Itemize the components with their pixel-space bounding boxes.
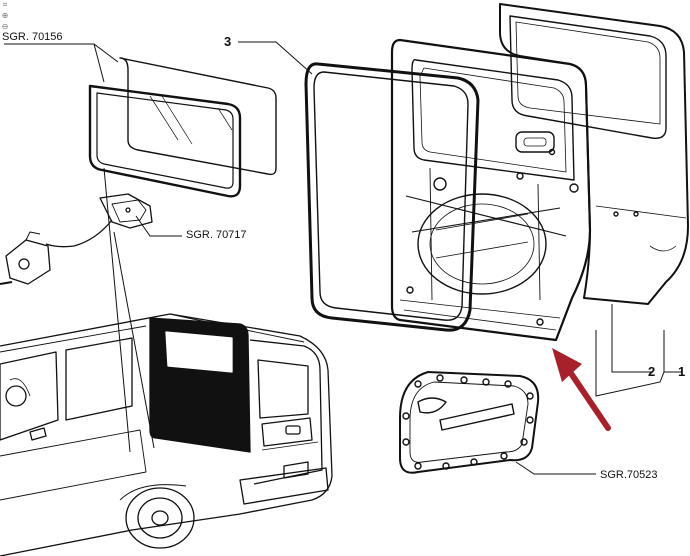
label-sgr-70523[interactable]: SGR.70523 [600, 469, 657, 481]
fit-icon[interactable]: ⌗ [2, 0, 8, 9]
label-sgr-70156[interactable]: SGR. 70156 [2, 31, 63, 43]
leader-lines [4, 41, 682, 475]
door-lock-part[interactable] [0, 193, 153, 285]
label-sgr-70717[interactable]: SGR. 70717 [186, 229, 247, 241]
callout-2[interactable]: 2 [648, 364, 655, 379]
callout-3[interactable]: 3 [224, 34, 231, 49]
door-outer-shell-part[interactable] [499, 3, 689, 305]
highlight-arrow [552, 348, 611, 431]
door-trim-panel-part[interactable] [399, 371, 540, 474]
zoom-in-icon[interactable]: ⊕ [1, 11, 9, 20]
door-seal-part[interactable] [304, 62, 480, 332]
vehicle-illustration [0, 313, 333, 556]
viewer-toolbar: ⌗ ⊕ ⊖ [0, 0, 12, 31]
door-glass-part[interactable] [88, 57, 277, 198]
callout-1[interactable]: 1 [678, 364, 685, 379]
zoom-out-icon[interactable]: ⊖ [1, 22, 9, 31]
door-inner-frame-part[interactable] [390, 38, 592, 342]
